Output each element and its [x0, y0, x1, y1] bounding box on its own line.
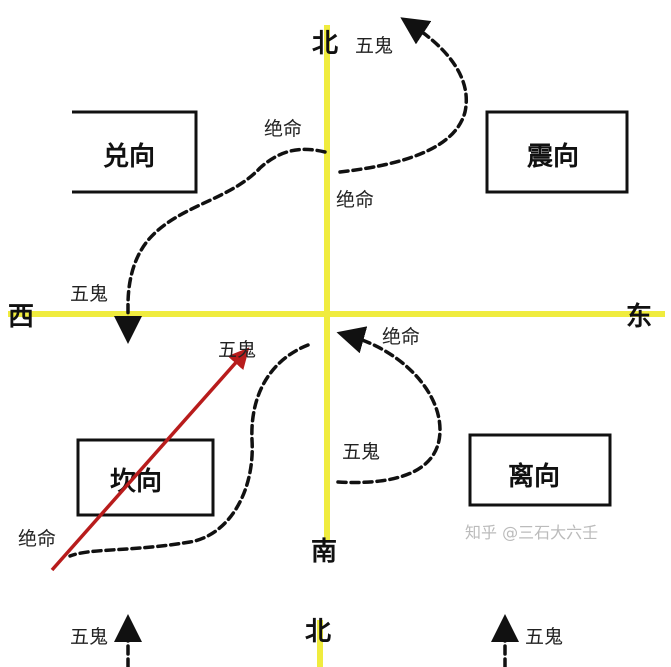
- label-jueming-upper-right: 绝命: [336, 189, 374, 211]
- path-upper-left: [114, 147, 327, 344]
- label-jueming-lower-left: 绝命: [18, 528, 56, 550]
- box-dui: 兑向: [72, 110, 198, 194]
- path-upper-right: [338, 17, 468, 174]
- box-dui-label: 兑向: [103, 141, 155, 172]
- box-zhen-label: 震向: [527, 141, 579, 172]
- direction-north-lower: 北: [305, 617, 331, 647]
- box-li: 离向: [468, 433, 612, 507]
- box-kan: 坎向: [76, 438, 215, 517]
- label-wugui-bottom-left: 五鬼: [70, 626, 108, 648]
- label-wugui-north: 五鬼: [355, 35, 393, 57]
- path-center-right: [336, 326, 442, 485]
- direction-west: 西: [8, 302, 34, 332]
- direction-east: 东: [626, 301, 652, 332]
- box-zhen: 震向: [485, 110, 629, 194]
- label-wugui-center: 五鬼: [218, 339, 256, 361]
- label-jueming-center-right: 绝命: [382, 326, 420, 348]
- label-wugui-lower-right: 五鬼: [342, 441, 380, 463]
- path-center-left: [68, 343, 310, 558]
- box-li-label: 离向: [508, 461, 560, 492]
- label-wugui-west: 五鬼: [70, 283, 108, 305]
- label-wugui-bottom-right: 五鬼: [525, 626, 563, 648]
- box-kan-label: 坎向: [110, 466, 162, 497]
- watermark: 知乎 @三石大六壬: [465, 523, 598, 542]
- direction-north: 北: [312, 29, 338, 59]
- direction-south: 南: [311, 537, 337, 567]
- label-jueming-upper-left: 绝命: [264, 118, 302, 140]
- red-arrow: [50, 347, 250, 572]
